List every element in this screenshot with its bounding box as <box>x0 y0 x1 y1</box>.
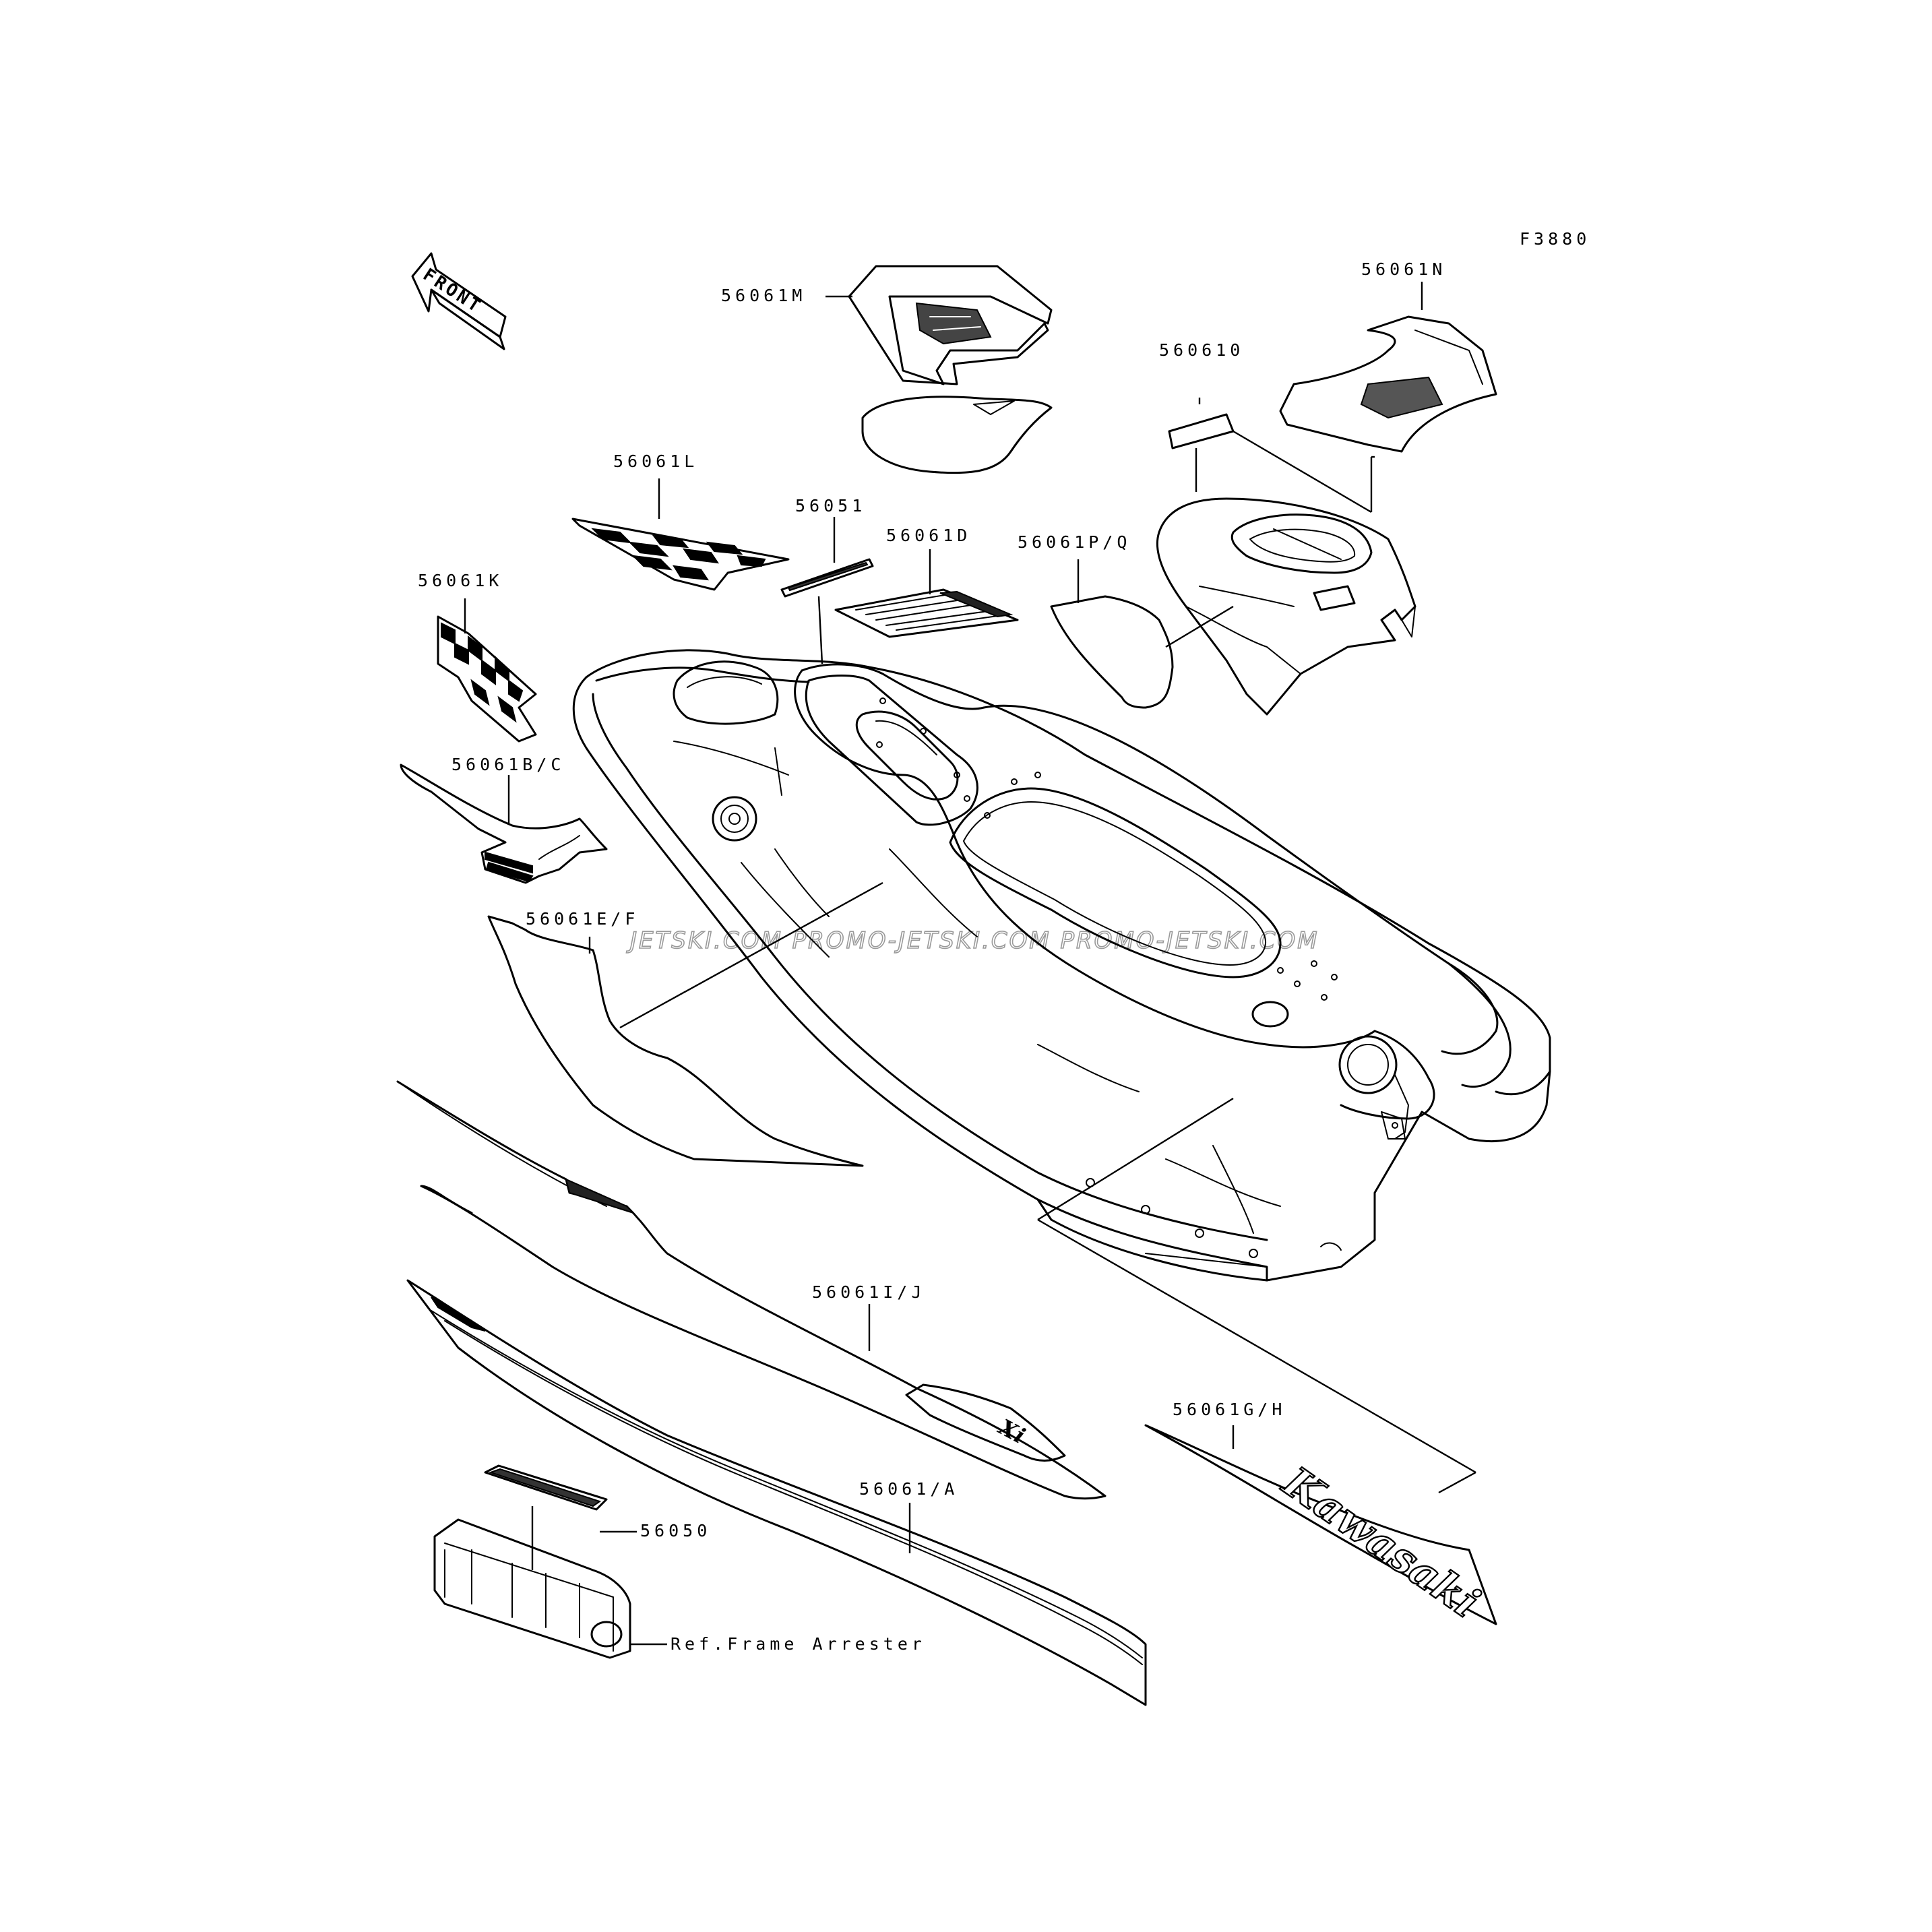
part-label-56061L: 56061L <box>613 451 698 471</box>
hull-body <box>572 649 1551 1282</box>
part-label-56050: 56050 <box>640 1521 711 1540</box>
part-label-56061D: 56061D <box>886 526 971 545</box>
decal-56061M <box>848 265 1053 474</box>
decal-56061A-outline <box>406 1279 1147 1706</box>
part-label-56061EF: 56061E/F <box>526 909 639 929</box>
decal-56061N <box>1279 315 1497 453</box>
decal-560610 <box>1168 413 1235 449</box>
part-label-56061K: 56061K <box>418 571 503 590</box>
part-label-56061GH: 56061G/H <box>1173 1400 1286 1419</box>
decal-56061GH: Kawasaki <box>1144 1424 1497 1629</box>
part-label-56061PQ: 56061P/Q <box>1018 532 1131 552</box>
part-label-56061BC: 56061B/C <box>451 755 565 774</box>
part-label-56061IJ: 56061I/J <box>812 1282 925 1302</box>
watermark: JETSKI.COM PROMO-JETSKI.COM PROMO-JETSKI… <box>626 927 1319 954</box>
decal-56061D <box>834 588 1019 638</box>
part-label-56061A: 56061/A <box>859 1479 958 1499</box>
decal-56061K <box>437 615 537 743</box>
part-label-56051: 56051 <box>795 496 866 516</box>
figure-code: F3880 <box>1520 229 1590 249</box>
decal-56061L <box>571 518 790 591</box>
part-label-560610: 560610 <box>1159 340 1244 360</box>
decal-56051 <box>780 558 874 598</box>
reference-label: Ref.Frame Arrester <box>671 1634 926 1654</box>
frame-arrester <box>433 1518 631 1659</box>
rear-panel-assembly <box>1156 497 1416 716</box>
decal-56061EF <box>487 915 864 1167</box>
front-arrow-icon: FRONT <box>411 252 507 350</box>
part-label-56061M: 56061M <box>721 286 806 305</box>
decal-56061IJ: Xi <box>396 1080 1107 1500</box>
decal-56061BC <box>400 764 608 884</box>
decal-56050 <box>484 1464 608 1511</box>
part-label-56061N: 56061N <box>1361 259 1446 279</box>
decal-56061PQ <box>1050 595 1174 709</box>
